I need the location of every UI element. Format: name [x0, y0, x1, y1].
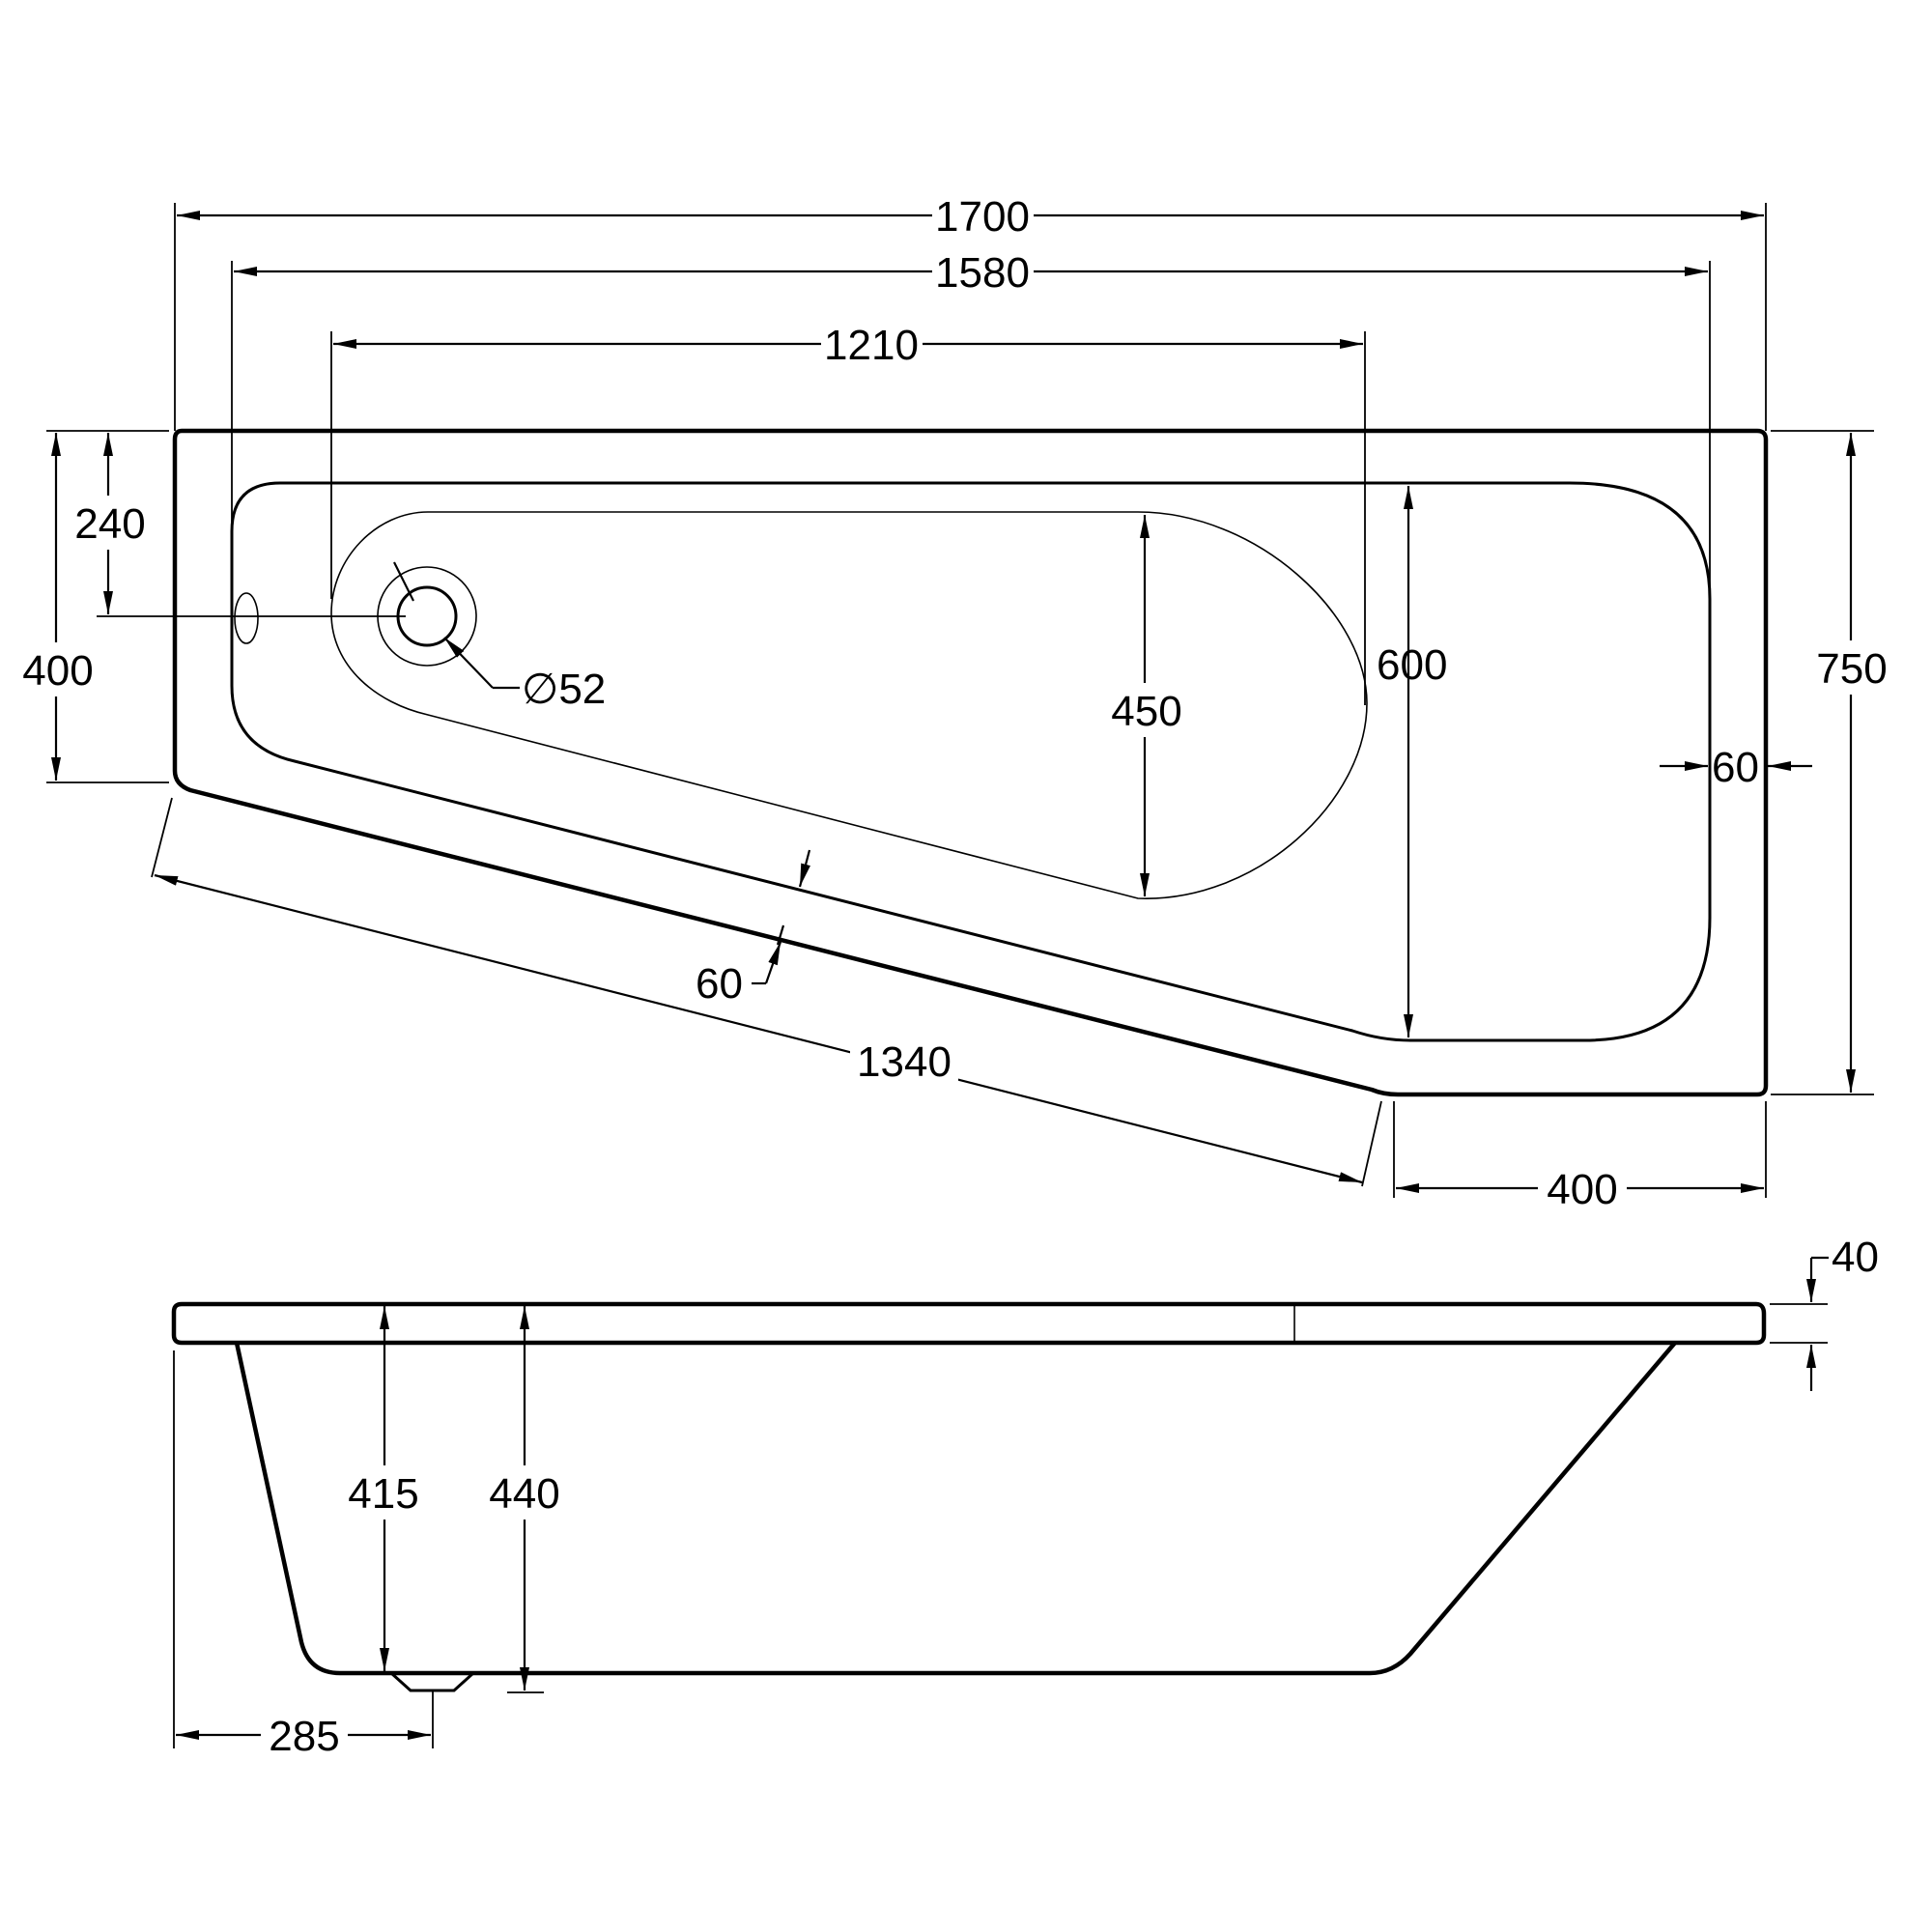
waste-diameter-leader	[443, 637, 494, 689]
dim-label-wide-end-straight: 400	[1547, 1166, 1617, 1213]
dim-label-rim-width-front: 60	[696, 960, 743, 1008]
ext-line	[151, 797, 173, 878]
dim-label-floor-length: 1210	[824, 322, 919, 369]
ext-line	[1361, 1100, 1382, 1187]
waste-diameter-leader	[393, 561, 414, 602]
dim-label-waste-diameter: ∅52	[522, 666, 606, 713]
overflow-icon	[234, 592, 259, 644]
dim-label-overall-width: 750	[1816, 645, 1887, 693]
dim-label-floor-width: 450	[1111, 688, 1181, 735]
plan-floor-outline	[330, 511, 1368, 899]
elevation-tub-body	[234, 1341, 1677, 1676]
dim-label-rim-width-end: 60	[1712, 744, 1759, 791]
plan-outer-outline	[172, 428, 1769, 1097]
dim-line-1340	[154, 873, 1363, 1184]
plan-inner-basin	[230, 481, 1712, 1042]
dim-label-depth-overall: 440	[489, 1470, 559, 1518]
dim-label-front-edge-length: 1340	[857, 1038, 952, 1086]
dim-label-depth-to-waste: 415	[348, 1470, 418, 1518]
elevation-waste-trap	[389, 1671, 475, 1692]
dim-line-60-front	[798, 849, 811, 888]
elevation-rim	[171, 1301, 1767, 1346]
plan-view: 1700 1580 1210 240 400 ∅52 450 600	[15, 188, 1895, 1215]
side-elevation: 415 440 285 40	[171, 1234, 1879, 1762]
dim-label-waste-from-end: 285	[269, 1713, 339, 1760]
dim-label-narrow-end-width: 400	[22, 647, 93, 695]
dim-label-inner-length: 1580	[935, 249, 1030, 297]
dim-line-60-front	[764, 941, 782, 984]
dim-label-rim-thickness: 40	[1832, 1234, 1879, 1281]
dim-label-waste-from-back: 240	[74, 500, 145, 548]
dim-label-overall-length: 1700	[935, 193, 1030, 241]
waste-outlet-inner-icon	[396, 585, 458, 647]
dim-label-inner-width: 600	[1377, 641, 1447, 689]
